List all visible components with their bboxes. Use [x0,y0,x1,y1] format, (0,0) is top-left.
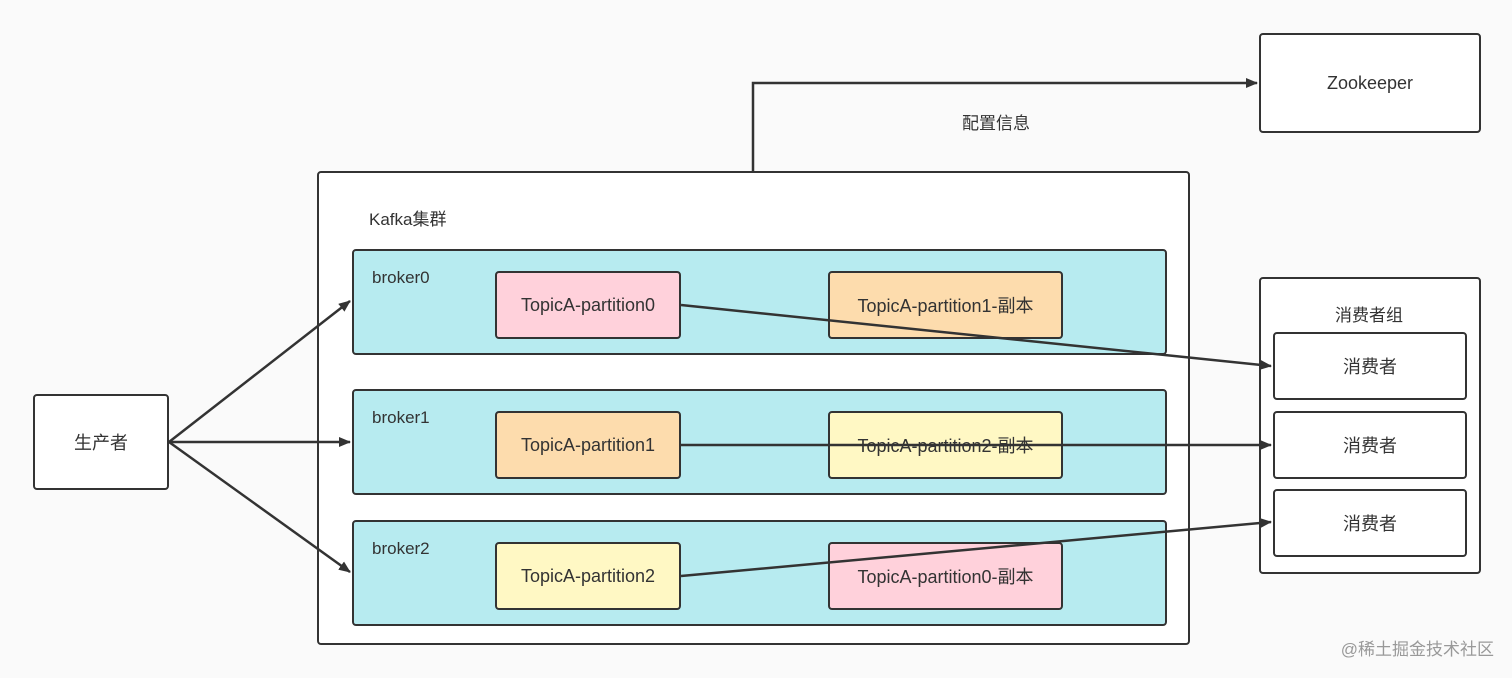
broker-1-name: broker1 [372,408,430,427]
zookeeper-node: Zookeeper [1259,33,1481,133]
replica-label: TopicA-partition0-副本 [857,567,1034,587]
consumer-label: 消费者 [1343,514,1397,534]
watermark: @稀土掘金技术社区 [1340,640,1494,659]
producer-label: 生产者 [74,433,128,453]
consumer-label: 消费者 [1343,436,1397,456]
broker-1-replica: TopicA-partition2-副本 [828,411,1063,479]
partition-label: TopicA-partition0 [520,294,656,315]
broker-0-name: broker0 [372,268,430,287]
replica-label: TopicA-partition2-副本 [857,436,1034,456]
partition-label: TopicA-partition2 [520,565,656,586]
broker-1-partition: TopicA-partition1 [495,411,681,479]
producer-node: 生产者 [33,394,169,490]
consumer-1: 消费者 [1273,411,1467,479]
partition-label: TopicA-partition1 [520,434,656,455]
broker-2-replica: TopicA-partition0-副本 [828,542,1063,610]
consumer-0: 消费者 [1273,332,1467,400]
zookeeper-label: Zookeeper [1326,72,1414,93]
consumer-group-title: 消费者组 [1335,306,1403,325]
consumer-label: 消费者 [1343,357,1397,377]
broker-2-name: broker2 [372,539,430,558]
broker-0-partition: TopicA-partition0 [495,271,681,339]
replica-label: TopicA-partition1-副本 [857,296,1034,316]
consumer-2: 消费者 [1273,489,1467,557]
broker-0-replica: TopicA-partition1-副本 [828,271,1063,339]
config-info-label: 配置信息 [962,114,1030,133]
broker-2-partition: TopicA-partition2 [495,542,681,610]
cluster-title: Kafka集群 [369,210,447,229]
